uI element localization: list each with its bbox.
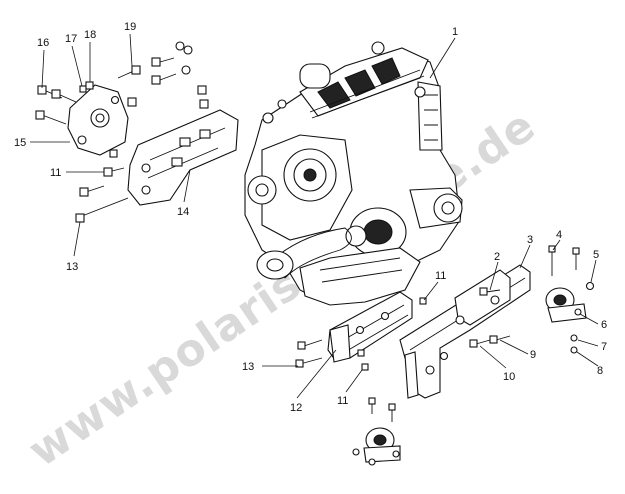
callouts: 1 2 3 4 5 6 7 8 xyxy=(14,21,607,414)
right-hardware xyxy=(295,245,595,422)
left-mount-bracket xyxy=(127,109,239,206)
callout-10: 10 xyxy=(479,345,515,383)
callout-15: 15 xyxy=(14,137,70,149)
callout-9: 9 xyxy=(499,339,536,361)
callout-label: 11 xyxy=(50,167,61,179)
callout-label: 17 xyxy=(65,33,77,45)
callout-label: 13 xyxy=(66,261,78,273)
callout-label: 10 xyxy=(503,371,515,383)
callout-label: 14 xyxy=(177,206,189,218)
callout-3: 3 xyxy=(519,234,533,269)
callout-8: 8 xyxy=(576,351,603,377)
callout-label: 15 xyxy=(14,137,26,149)
right-frame-mount xyxy=(399,264,531,399)
callout-11-bottom: 11 xyxy=(337,369,363,407)
callout-19: 19 xyxy=(124,21,136,67)
callout-2: 2 xyxy=(489,251,500,291)
callout-label: 6 xyxy=(601,319,607,331)
callout-label: 4 xyxy=(556,229,562,241)
callout-11-right: 11 xyxy=(423,270,446,301)
rubber-mount-right xyxy=(545,287,587,323)
callout-16: 16 xyxy=(37,37,49,89)
engine xyxy=(244,41,463,306)
rubber-mount-bottom xyxy=(352,427,401,466)
callout-label: 19 xyxy=(124,21,136,33)
callout-label: 1 xyxy=(452,26,458,38)
callout-label: 16 xyxy=(37,37,49,49)
left-engine-bracket xyxy=(67,84,129,156)
callout-label: 2 xyxy=(494,251,500,263)
callout-13-right: 13 xyxy=(242,361,298,373)
callout-7: 7 xyxy=(577,339,607,353)
callout-1: 1 xyxy=(429,26,458,79)
callout-label: 13 xyxy=(242,361,254,373)
callout-label: 11 xyxy=(337,395,348,407)
callout-5: 5 xyxy=(590,249,599,283)
callout-11-left: 11 xyxy=(50,167,104,179)
callout-label: 5 xyxy=(593,249,599,261)
callout-label: 18 xyxy=(84,29,96,41)
callout-label: 3 xyxy=(527,234,533,246)
callout-4: 4 xyxy=(552,229,562,251)
right-engine-plate xyxy=(327,291,413,363)
callout-17: 17 xyxy=(65,33,83,87)
callout-label: 9 xyxy=(530,349,536,361)
callout-18: 18 xyxy=(84,29,96,82)
callout-label: 12 xyxy=(290,402,302,414)
callout-12: 12 xyxy=(290,349,337,414)
callout-14: 14 xyxy=(177,169,191,218)
callout-label: 7 xyxy=(601,341,607,353)
callout-13-left: 13 xyxy=(66,221,81,273)
callout-label: 11 xyxy=(435,270,446,282)
callout-label: 8 xyxy=(597,365,603,377)
left-bolts xyxy=(35,41,209,223)
callout-6: 6 xyxy=(579,313,607,331)
